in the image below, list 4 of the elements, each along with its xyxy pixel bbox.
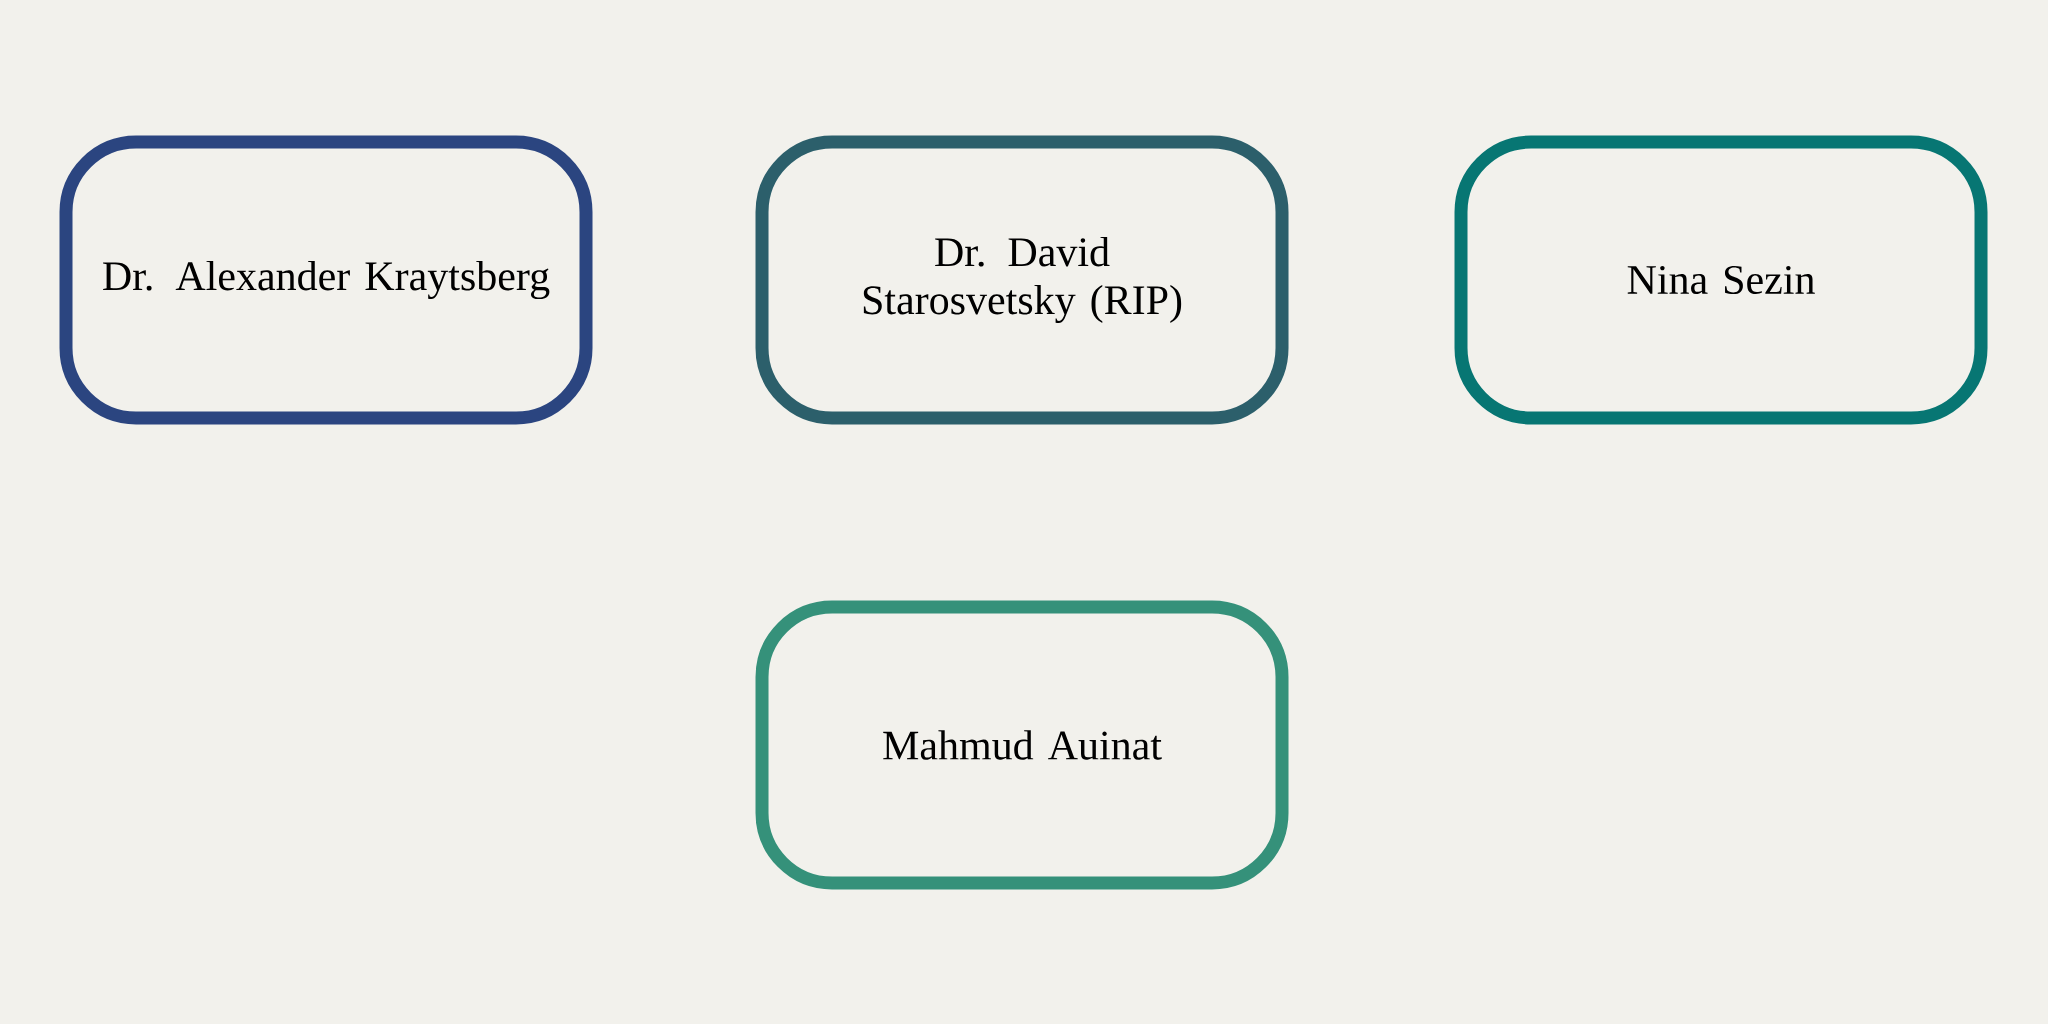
name-box: Mahmud Auinat [755, 600, 1289, 890]
name-box: Dr. Alexander Kraytsberg [59, 135, 593, 425]
name-box: Dr. David Starosvetsky (RIP) [755, 135, 1289, 425]
name-box: Nina Sezin [1454, 135, 1988, 425]
